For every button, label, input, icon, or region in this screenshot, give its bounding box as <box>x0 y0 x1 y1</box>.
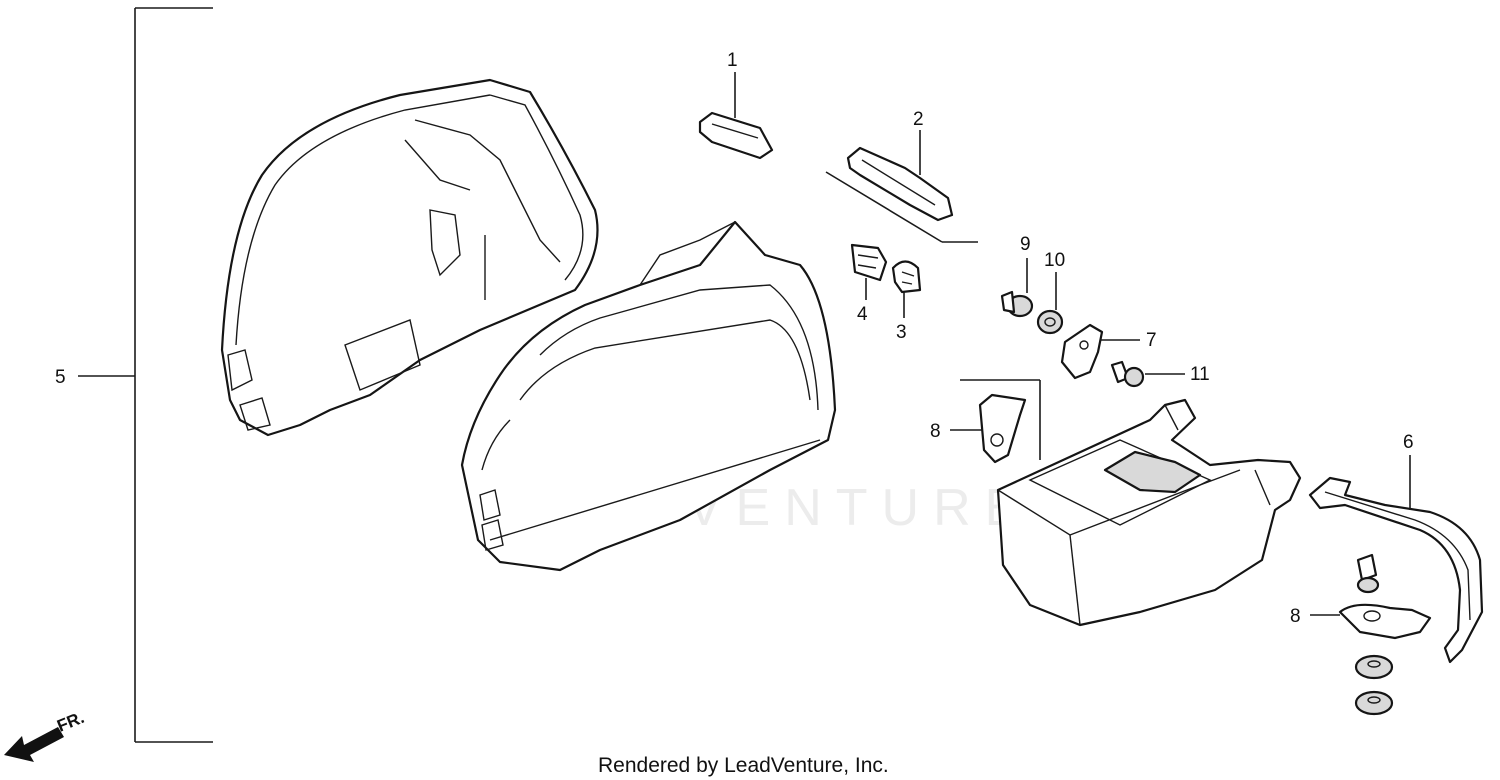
part-1-clip <box>698 111 774 160</box>
part-3-clip <box>891 260 922 294</box>
part-7-stay <box>1060 323 1104 380</box>
callout-11: 11 <box>1190 364 1210 385</box>
footer-credit: Rendered by LeadVenture, Inc. <box>598 754 889 777</box>
front-direction-label: FR. <box>54 708 87 736</box>
callout-9: 9 <box>1020 234 1031 255</box>
group-bracket-5 <box>78 7 213 743</box>
callout-1: 1 <box>727 50 738 71</box>
part-4-clip <box>850 243 888 282</box>
callout-4: 4 <box>857 304 868 325</box>
callout-5: 5 <box>55 367 66 388</box>
rubber-mount-upper <box>1354 654 1394 680</box>
part-10-collar <box>1036 309 1064 335</box>
front-arrow-icon <box>4 727 64 762</box>
part-8-clip-upper <box>978 393 1027 464</box>
front-direction-indicator: FR. <box>4 708 87 762</box>
part-8-bracket-lower <box>1338 553 1432 640</box>
callout-10: 10 <box>1044 250 1065 271</box>
callout-8-lower: 8 <box>1290 606 1301 627</box>
part-11-bolt <box>1110 360 1145 388</box>
part-9-grommet <box>1000 290 1034 318</box>
part-2-bracket <box>846 146 954 222</box>
callout-6: 6 <box>1403 432 1414 453</box>
right-cover-part <box>460 220 837 572</box>
callout-3: 3 <box>896 322 907 343</box>
callout-7: 7 <box>1146 330 1157 351</box>
battery-tray-part <box>996 398 1302 627</box>
callout-8-upper: 8 <box>930 421 941 442</box>
callout-2: 2 <box>913 109 924 130</box>
left-cover-part <box>220 78 599 437</box>
rubber-mount-lower <box>1354 690 1394 716</box>
part-6-strap <box>1308 476 1484 664</box>
